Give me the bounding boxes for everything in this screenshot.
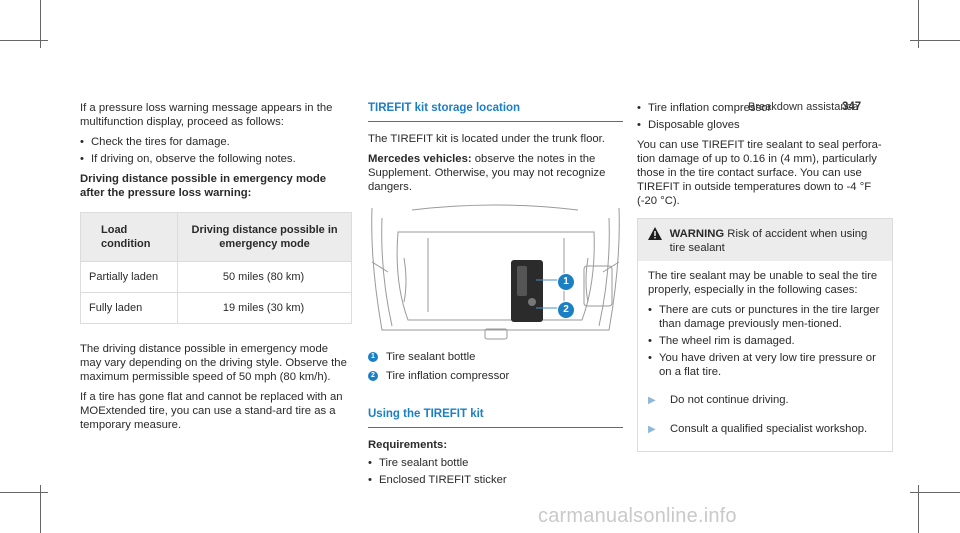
legend-number: 2 <box>368 371 378 381</box>
note-text: observe the notes in the Supplement. Oth… <box>368 153 606 193</box>
trunk-illustration <box>371 204 620 340</box>
table-cell: 50 miles (80 km) <box>177 261 352 293</box>
warning-header: WARNING Risk of accident when using tire… <box>638 219 892 261</box>
list-item: There are cuts or punctures in the tire … <box>648 303 882 331</box>
watermark: carmanualsonline.info <box>538 505 737 527</box>
table-cell: 19 miles (30 km) <box>177 292 352 324</box>
intro-paragraph: If a pressure loss warning message appea… <box>80 102 333 128</box>
warning-title: WARNING Risk of accident when using tire… <box>670 227 882 255</box>
legend-number: 1 <box>368 352 378 362</box>
list-item: Disposable gloves <box>637 118 893 132</box>
requirements-list: Tire sealant bottle Enclosed TIREFIT sti… <box>368 456 623 487</box>
list-item: Tire inflation compressor <box>637 101 893 115</box>
subheading: Driving distance possible in emergency m… <box>80 173 327 199</box>
check-list: Check the tires for damage. If driving o… <box>80 135 352 166</box>
table-cell: Partially laden <box>79 261 179 293</box>
crop-mark <box>40 485 41 533</box>
action-text: Do not continue driving. <box>670 394 789 406</box>
crop-mark <box>40 0 41 48</box>
table-row: Partially laden 50 miles (80 km) <box>79 261 352 293</box>
column-2: TIREFIT kit storage location The TIREFIT… <box>368 101 623 493</box>
warning-text: The tire sealant may be unable to seal t… <box>648 270 878 296</box>
legend-label: Tire inflation compressor <box>386 370 510 382</box>
list-item: The wheel rim is damaged. <box>648 334 882 348</box>
requirements-heading: Requirements: <box>368 439 448 451</box>
crop-mark <box>910 40 960 41</box>
table-header: Driving distance possible in emergency m… <box>177 212 352 262</box>
mercedes-note: Mercedes vehicles: observe the notes in … <box>368 152 623 194</box>
table-header: Load condition <box>79 212 179 262</box>
paragraph: The TIREFIT kit is located under the tru… <box>368 133 605 145</box>
legend-item: 1 Tire sealant bottle <box>368 350 623 364</box>
play-arrow-icon: ▶ <box>648 395 656 406</box>
action-item: ▶ Consult a qualified specialist worksho… <box>648 422 882 437</box>
list-item: If driving on, observe the following not… <box>80 152 352 166</box>
play-arrow-icon: ▶ <box>648 424 656 435</box>
table-row: Fully laden 19 miles (30 km) <box>79 292 352 324</box>
list-item: Check the tires for damage. <box>80 135 352 149</box>
action-text: Consult a qualified specialist workshop. <box>670 423 868 435</box>
crop-mark <box>910 492 960 493</box>
section-title-using: Using the TIREFIT kit <box>368 407 623 428</box>
table-header-row: Load condition Driving distance possible… <box>79 212 352 262</box>
warning-label: WARNING <box>669 228 725 240</box>
list-item: Tire sealant bottle <box>368 456 623 470</box>
column-1: If a pressure loss warning message appea… <box>79 101 352 438</box>
crop-mark <box>918 485 919 533</box>
paragraph: You can use TIREFIT tire sealant to seal… <box>637 139 882 207</box>
section-title-storage: TIREFIT kit storage location <box>368 101 623 122</box>
warning-body: The tire sealant may be unable to seal t… <box>638 261 892 451</box>
warning-triangle-icon <box>648 227 670 255</box>
crop-mark <box>0 492 48 493</box>
list-item: Enclosed TIREFIT sticker <box>368 473 623 487</box>
legend-item: 2 Tire inflation compressor <box>368 369 623 383</box>
column-3: Tire inflation compressor Disposable glo… <box>637 101 893 452</box>
callout-2: 2 <box>557 301 575 319</box>
callout-1: 1 <box>557 273 575 291</box>
warning-list: There are cuts or punctures in the tire … <box>648 303 882 379</box>
crop-mark <box>0 40 48 41</box>
paragraph: The driving distance possible in emergen… <box>80 343 347 383</box>
distance-table: Load condition Driving distance possible… <box>79 212 352 324</box>
paragraph: If a tire has gone flat and cannot be re… <box>80 391 343 431</box>
requirements-list-cont: Tire inflation compressor Disposable glo… <box>637 101 893 132</box>
legend-label: Tire sealant bottle <box>386 351 476 363</box>
list-item: You have driven at very low tire pressur… <box>648 351 882 379</box>
warning-title-text: Risk of accident when using tire sealant <box>669 228 868 254</box>
crop-mark <box>918 0 919 48</box>
trunk-figure: 1 2 <box>368 202 623 340</box>
table-cell: Fully laden <box>79 292 179 324</box>
note-label: Mercedes vehicles: <box>368 153 472 165</box>
action-item: ▶ Do not continue driving. <box>648 393 882 408</box>
warning-box: WARNING Risk of accident when using tire… <box>637 218 893 452</box>
